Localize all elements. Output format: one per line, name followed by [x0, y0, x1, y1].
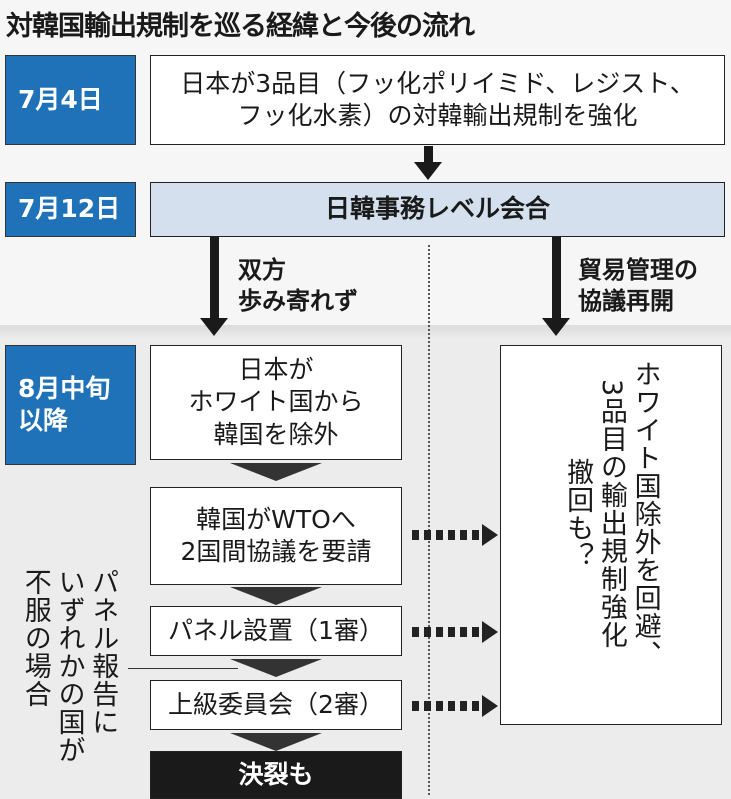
flow-line: 日本が: [238, 354, 314, 384]
note-line: 不服の場合: [19, 568, 51, 708]
down-arrow-left: [200, 237, 228, 336]
branch-label-left: 双方 歩み寄れず: [238, 255, 358, 317]
date-label-jul12: 7月12日: [5, 182, 136, 237]
dotted-arrow: [412, 524, 498, 546]
chevron-down-icon: [230, 659, 322, 677]
branch-line: 歩み寄れず: [238, 287, 358, 316]
note-leader-line: [128, 668, 238, 669]
branch-line: 双方: [238, 256, 286, 284]
event-box-meeting: 日韓事務レベル会合: [150, 182, 725, 237]
chevron-down-icon: [230, 733, 322, 751]
event-box-export-restriction: 日本が3品目（フッ化ポリイミド、レジスト、 フッ化水素）の対韓輸出規制を強化: [150, 55, 725, 145]
flow-box-breakdown: 決裂も: [150, 751, 402, 799]
flow-box-wto: 韓国がWTOへ 2国間協議を要請: [150, 487, 402, 585]
date-label-jul4: 7月4日: [5, 55, 136, 145]
date-line: 8月中旬: [18, 373, 111, 403]
page-title: 対韓国輸出規制を巡る経緯と今後の流れ: [6, 11, 475, 42]
outcome-box: ホワイト国除外を回避、3品目の輸出規制強化撤回も？: [500, 345, 722, 725]
event-text-line: フッ化水素）の対韓輸出規制を強化: [237, 101, 638, 130]
date-label-mid-aug: 8月中旬 以降: [5, 345, 136, 465]
event-text-line: 日本が3品目（フッ化ポリイミド、レジスト、: [180, 68, 695, 98]
branch-line: 貿易管理の: [578, 256, 698, 284]
side-note: パネル報告にいずれかの国が不服の場合: [18, 568, 119, 793]
flow-line: 韓国がWTOへ: [196, 504, 356, 534]
flow-box-appellate: 上級委員会（2審）: [150, 680, 402, 730]
flow-box-panel: パネル設置（1審）: [150, 606, 402, 656]
outcome-line: ホワイト国除外を回避、: [629, 360, 661, 668]
date-line: 以降: [18, 406, 69, 435]
outcome-line: 3品目の輸出規制強化: [595, 378, 627, 650]
down-arrow: [414, 146, 442, 180]
divider-dotted-line: [428, 245, 430, 795]
chevron-down-icon: [230, 587, 322, 605]
chevron-down-icon: [230, 463, 322, 481]
branch-label-right: 貿易管理の 協議再開: [578, 255, 698, 317]
note-line: いずれかの国が: [53, 568, 85, 764]
flow-box-white-list: 日本が ホワイト国から 韓国を除外: [150, 345, 402, 460]
outcome-text: ホワイト国除外を回避、3品目の輸出規制強化撤回も？: [560, 360, 661, 668]
branch-line: 協議再開: [578, 287, 674, 316]
dotted-arrow: [412, 621, 498, 643]
note-line: パネル報告に: [87, 568, 119, 736]
down-arrow-right: [542, 237, 570, 336]
dotted-arrow: [412, 695, 498, 717]
flow-line: 2国間協議を要請: [180, 537, 372, 566]
outcome-line: 撤回も？: [562, 458, 594, 570]
flow-line: 韓国を除外: [213, 419, 339, 449]
flow-line: ホワイト国から: [188, 387, 364, 417]
